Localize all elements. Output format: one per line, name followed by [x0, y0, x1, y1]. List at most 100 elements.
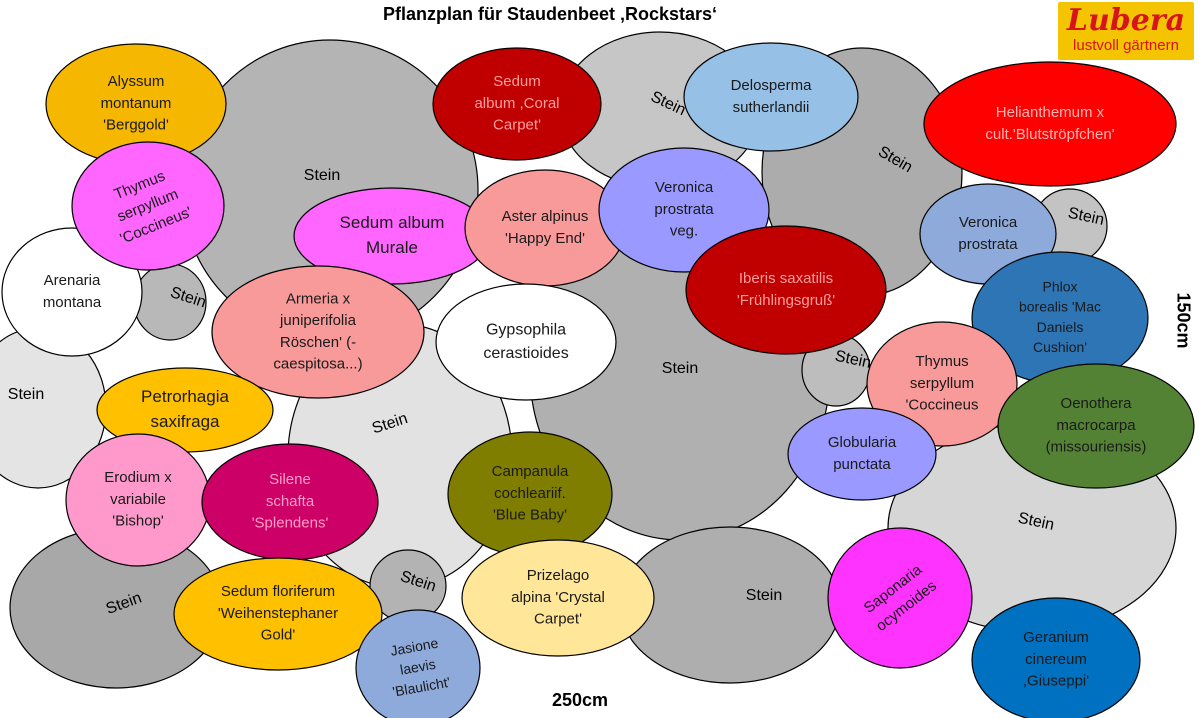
plant-label-line: (missouriensis): [1046, 439, 1147, 456]
plant-shape: [435, 283, 617, 401]
plant-label-line: Erodium x: [104, 469, 172, 486]
plant: Erodium x variabile 'Bishop': [65, 433, 211, 567]
plant-label-line: Helianthemum x: [996, 104, 1105, 121]
plant-shape: [355, 609, 481, 718]
plant-label: Alyssum montanum 'Berggold': [101, 73, 172, 134]
plant-label-line: prostrata: [958, 236, 1018, 253]
plant-shape: [211, 265, 425, 399]
stone: Stein: [133, 263, 208, 341]
plant-label-line: Veronica: [959, 214, 1018, 231]
plant-shape: [464, 169, 626, 287]
plant: Jasionelaevis'Blaulicht': [355, 609, 481, 718]
plant-label-line: montanum: [101, 95, 172, 112]
plant: Delosperma sutherlandii: [683, 42, 859, 152]
plant-label-line: sutherlandii: [733, 99, 810, 116]
plant-label-line: Carpet': [534, 611, 582, 628]
plant: Petrorhagia saxifraga: [96, 367, 274, 453]
plant-label-line: alpina 'Crystal: [511, 589, 605, 606]
plant-label-line: Veronica: [655, 179, 714, 196]
plant-label-line: Sedum: [493, 73, 541, 90]
plant-shape: [923, 61, 1177, 187]
plant-label-line: Iberis saxatilis: [739, 270, 833, 287]
plant-label-line: punctata: [833, 456, 891, 473]
plant-shape: [683, 42, 859, 152]
plant-label-line: Silene: [269, 471, 311, 488]
plant-shape: [71, 141, 225, 271]
plant-label-line: Geranium: [1023, 629, 1089, 646]
plant-label-line: borealis 'Mac: [1019, 299, 1101, 315]
stone: Stein: [369, 549, 447, 623]
plant-label-line: schafta: [266, 493, 315, 510]
plant-label-line: Carpet': [493, 117, 541, 134]
plant-shape: [432, 47, 602, 161]
plant: Alyssum montanum 'Berggold': [45, 43, 227, 165]
lubera-logo[interactable]: Lubera lustvoll gärtnern: [1058, 2, 1194, 60]
plant-label-line: Thymus: [915, 353, 968, 370]
plant-label-line: Oenothera: [1061, 395, 1133, 412]
plant-label-line: 'Weihenstephaner: [218, 605, 338, 622]
plant-label-line: 'Coccineus: [906, 397, 979, 414]
plant-label-line: 'Blue Baby': [493, 507, 567, 524]
plant-label-line: album ,Coral: [474, 95, 559, 112]
plant-label-line: laevis: [399, 656, 437, 678]
plant-label-line: Arenaria: [44, 272, 101, 289]
plant-label-line: Prizelago: [527, 567, 590, 584]
plant-label-line: Daniels: [1037, 319, 1084, 335]
plant-label: Delosperma sutherlandii: [731, 77, 813, 116]
plant-shape: [866, 321, 1018, 447]
plant-label-line: Cushion': [1033, 339, 1087, 355]
plant-label-line: variabile: [110, 491, 166, 508]
plant-label-line: cochleariif.: [494, 485, 566, 502]
plant-label-line: 'Frühlingsgruß': [737, 292, 835, 309]
plant-label-line: Petrorhagia: [141, 387, 229, 406]
page-title: Pflanzplan für Staudenbeet ‚Rockstars‘: [382, 4, 718, 24]
plant-label-line: Phlox: [1042, 278, 1077, 294]
plant-shape: [827, 527, 973, 669]
plant-label-line: Gypsophila: [486, 322, 566, 339]
stone-label: Stein: [746, 587, 782, 604]
plant-label-line: Alyssum: [108, 73, 165, 90]
plant-label-line: Delosperma: [731, 77, 813, 94]
plant-label-line: 'Happy End': [505, 230, 585, 247]
plant-label-line: caespitosa...): [273, 356, 362, 373]
plant-label-line: 'Bishop': [112, 513, 164, 530]
plant-shape: [461, 539, 655, 657]
plant-label-line: Gold': [261, 627, 296, 644]
plant-label: Veronica prostrata: [958, 214, 1018, 253]
plant-label-line: saxifraga: [151, 412, 221, 431]
plant-label: Iberis saxatilis 'Frühlingsgruß': [737, 270, 835, 309]
plant-label-line: cinereum: [1025, 651, 1087, 668]
plant-label: Aster alpinus'Happy End': [502, 208, 589, 247]
plant-label-line: 'Berggold': [103, 117, 169, 134]
width-dimension-label: 250cm: [551, 690, 609, 710]
plant: Aster alpinus'Happy End': [464, 169, 626, 287]
stone-label: Stein: [8, 386, 44, 403]
plant-label-line: Sedum floriferum: [221, 583, 335, 600]
plant-shape: [787, 407, 937, 501]
plant-shape: [971, 597, 1141, 718]
height-dimension-label: 150cm: [1173, 292, 1194, 349]
